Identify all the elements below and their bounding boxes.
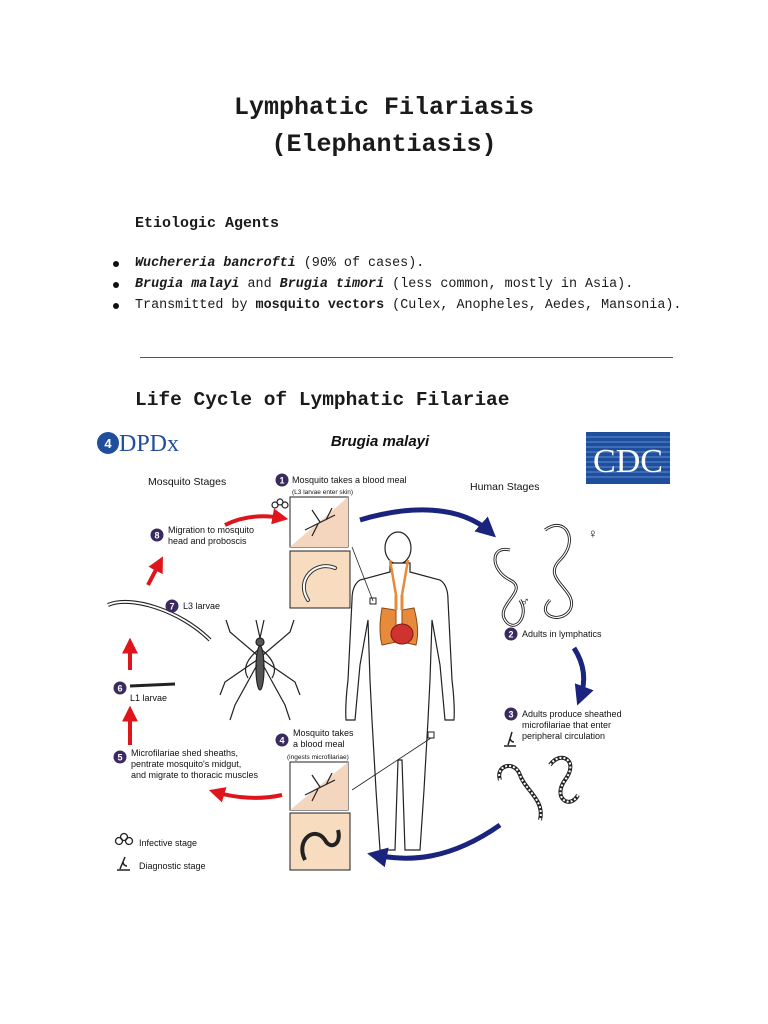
bullet-item: Wuchereria bancrofti (90% of cases). xyxy=(113,254,695,274)
arrow-step2-to-step3 xyxy=(571,646,594,706)
svg-text:(ingests microfilariae): (ingests microfilariae) xyxy=(287,754,349,761)
human-stages-label: Human Stages xyxy=(470,481,539,493)
male-symbol: ♂ xyxy=(520,594,530,609)
adult-worms-illustration xyxy=(493,523,574,627)
svg-text:1: 1 xyxy=(279,476,284,486)
svg-text:pentrate mosquito's midgut,: pentrate mosquito's midgut, xyxy=(131,759,241,769)
horizontal-rule xyxy=(140,357,673,358)
step-2: 2 Adults in lymphatics xyxy=(504,627,602,641)
svg-text:CDC: CDC xyxy=(593,443,663,480)
svg-text:DPDx: DPDx xyxy=(119,431,179,457)
svg-text:6: 6 xyxy=(117,684,122,694)
svg-text:3: 3 xyxy=(508,710,513,720)
svg-text:Adults in lymphatics: Adults in lymphatics xyxy=(522,629,602,639)
svg-text:microfilariae that enter: microfilariae that enter xyxy=(522,720,611,730)
svg-text:head and proboscis: head and proboscis xyxy=(168,536,247,546)
svg-text:Migration to mosquito: Migration to mosquito xyxy=(168,525,254,535)
arrow-step7-to-step8 xyxy=(146,556,163,586)
section-heading-etiologic-agents: Etiologic Agents xyxy=(135,215,280,232)
heart xyxy=(390,623,414,645)
etiologic-agents-list: Wuchereria bancrofti (90% of cases).Brug… xyxy=(113,254,695,317)
svg-text:7: 7 xyxy=(169,602,174,612)
svg-text:Mosquito takes: Mosquito takes xyxy=(293,728,354,738)
svg-text:a blood meal: a blood meal xyxy=(293,739,345,749)
step-6: 6 L1 larvae xyxy=(113,681,176,703)
page-title: Lymphatic Filariasis xyxy=(233,93,535,122)
step-1: 1 Mosquito takes a blood meal (L3 larvae… xyxy=(275,473,407,496)
life-cycle-diagram: 4 DPDx Brugia malayi CDC Mosquito Stages… xyxy=(97,431,670,871)
bullet-text: (Culex, Anopheles, Aedes, Mansonia). xyxy=(384,298,682,313)
bullet-text: mosquito vectors xyxy=(255,298,385,313)
microscope-icon xyxy=(504,731,516,747)
species-title: Brugia malayi xyxy=(331,433,430,450)
svg-text:Mosquito takes a blood meal: Mosquito takes a blood meal xyxy=(292,475,407,485)
legend-infective-icon xyxy=(114,832,134,846)
female-symbol: ♀ xyxy=(588,526,598,541)
arrow-step3-to-step4 xyxy=(367,822,502,868)
step-3: 3 Adults produce sheathed microfilariae … xyxy=(504,707,622,741)
svg-text:4: 4 xyxy=(279,736,284,746)
page-subtitle: (Elephantiasis) xyxy=(271,130,497,159)
mosquito-stages-label: Mosquito Stages xyxy=(148,476,226,488)
bullet-text: Transmitted by xyxy=(135,298,256,313)
svg-text:L3 larvae: L3 larvae xyxy=(183,601,220,611)
legend-diagnostic-label: Diagnostic stage xyxy=(139,861,206,871)
svg-text:(L3 larvae enter skin): (L3 larvae enter skin) xyxy=(292,489,353,496)
cdc-logo: CDC xyxy=(586,432,670,484)
step-5: 5 Microfilariae shed sheaths, pentrate m… xyxy=(113,748,259,780)
mosquito-illustration xyxy=(219,619,301,721)
svg-text:Adults produce sheathed: Adults produce sheathed xyxy=(522,709,622,719)
svg-text:5: 5 xyxy=(117,753,122,763)
step-4: 4 Mosquito takes a blood meal (ingests m… xyxy=(275,728,354,761)
arrow-step1-to-step2 xyxy=(359,507,496,538)
bullet-text: (90% of cases). xyxy=(295,256,425,271)
svg-text:4: 4 xyxy=(104,436,112,451)
bullet-text: Brugia malayi xyxy=(135,277,240,292)
legend-infective-label: Infective stage xyxy=(139,838,197,848)
biohazard-icon xyxy=(271,498,289,509)
bullet-text: Brugia timori xyxy=(279,277,385,292)
bullet-text: and xyxy=(239,277,280,292)
human-body xyxy=(345,531,455,851)
svg-text:Microfilariae shed sheaths,: Microfilariae shed sheaths, xyxy=(131,748,238,758)
step-8: 8 Migration to mosquito head and probosc… xyxy=(150,525,254,546)
microfilariae-illustration xyxy=(497,755,580,821)
section-heading-life-cycle: Life Cycle of Lymphatic Filariae xyxy=(135,389,510,411)
legend: Infective stage Diagnostic stage xyxy=(114,832,206,871)
svg-text:8: 8 xyxy=(154,531,159,541)
arrow-step8-to-step1 xyxy=(224,508,289,527)
bullet-text: (less common, mostly in Asia). xyxy=(384,277,634,292)
legend-diagnostic-icon xyxy=(117,856,130,871)
bullet-text: Wuchereria bancrofti xyxy=(135,256,296,271)
svg-text:2: 2 xyxy=(508,630,513,640)
svg-text:and migrate to thoracic muscle: and migrate to thoracic muscles xyxy=(131,770,259,780)
svg-text:peripheral circulation: peripheral circulation xyxy=(522,731,605,741)
svg-text:L1 larvae: L1 larvae xyxy=(130,693,167,703)
bullet-item: Brugia malayi and Brugia timori (less co… xyxy=(113,275,695,295)
step-1-illustration xyxy=(289,496,351,609)
dpdx-logo: 4 DPDx xyxy=(97,431,179,457)
bullet-item: Transmitted by mosquito vectors (Culex, … xyxy=(113,296,695,316)
step-4-illustration xyxy=(289,761,351,871)
arrow-step4-to-step5 xyxy=(208,787,283,803)
step-7: 7 L3 larvae xyxy=(107,599,220,642)
